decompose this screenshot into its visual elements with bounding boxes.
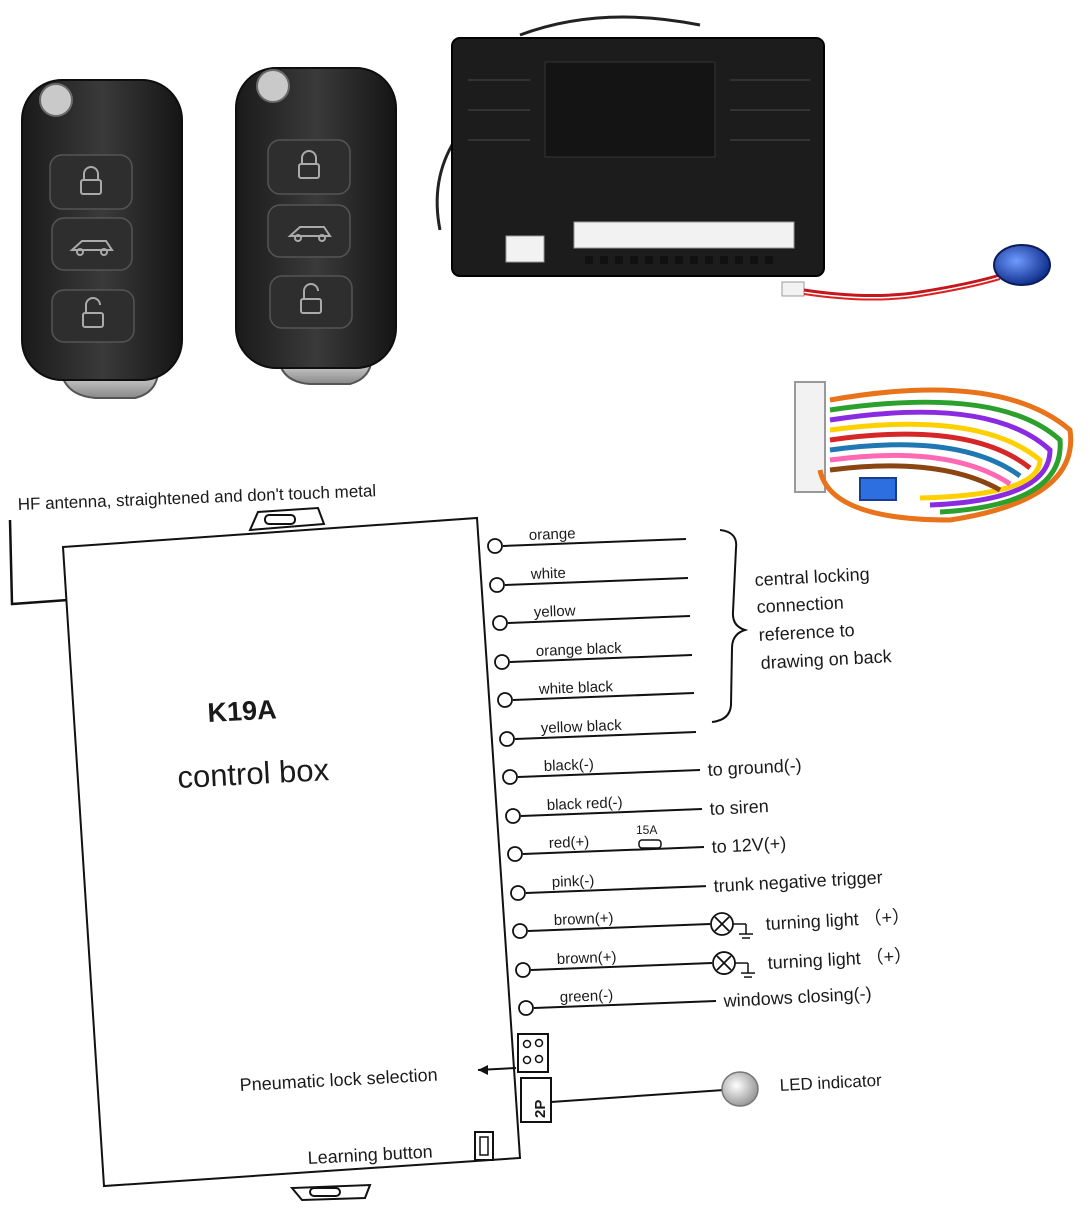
unlock-icon xyxy=(82,297,104,328)
wire-line xyxy=(509,654,693,663)
terminal-pin xyxy=(497,692,513,708)
remote-key-fob-1 xyxy=(21,79,183,399)
wire-target-label: to ground(-) xyxy=(707,755,802,780)
terminal-pin xyxy=(502,769,518,785)
led-bulb-icon xyxy=(721,1071,759,1107)
pneumatic-selector xyxy=(477,1033,549,1075)
terminal-row: green(-) windows closing(-) xyxy=(518,983,872,1016)
box-model-label: K19A xyxy=(207,694,278,728)
fuse-label: 15A xyxy=(636,823,657,837)
wire-color-label: black(-) xyxy=(544,756,595,775)
wire-color-label: white black xyxy=(538,678,614,698)
terminal-pin xyxy=(489,577,505,593)
central-locking-brace xyxy=(711,529,749,723)
wire-color-label: orange xyxy=(529,525,576,544)
wire-line xyxy=(504,576,689,586)
terminal-pin xyxy=(505,808,521,824)
terminal-row: orange xyxy=(487,525,687,554)
terminal-strip: orange white yellow orange black white black… xyxy=(487,525,913,1016)
terminal-pin xyxy=(494,654,510,670)
wire-target-label: turning light （+） xyxy=(765,906,910,934)
terminal-pin xyxy=(518,1000,534,1016)
wire-target-label: to siren xyxy=(709,796,769,819)
fuse-symbol: 15A xyxy=(636,823,662,849)
control-module-unit xyxy=(435,15,825,277)
wire-line xyxy=(520,808,703,817)
terminal-pin xyxy=(515,962,531,978)
terminal-pin xyxy=(492,615,508,631)
terminal-row: yellow black xyxy=(499,717,697,747)
note-line-2: connection xyxy=(756,592,844,617)
wire-color-label: yellow xyxy=(534,602,576,621)
terminal-row: white black xyxy=(497,678,695,708)
terminal-row: orange black xyxy=(494,640,693,670)
wire-color-label: pink(-) xyxy=(552,872,595,891)
wire-line xyxy=(527,923,711,932)
wire-line xyxy=(512,692,695,701)
led-indicator-symbol xyxy=(721,1071,759,1107)
terminal-pin xyxy=(512,923,528,939)
terminal-pin xyxy=(510,885,526,901)
car-icon xyxy=(69,240,114,256)
release-button-icon xyxy=(256,69,290,103)
terminal-row: red(+) to 12V(+) xyxy=(507,833,787,862)
terminal-row: pink(-) trunk negative trigger xyxy=(510,867,883,901)
terminal-row: black red(-) to siren xyxy=(505,794,769,824)
remote-key-fob-2 xyxy=(235,67,397,385)
ground-icon xyxy=(735,962,755,978)
lock-icon xyxy=(298,150,320,179)
lamp-icon xyxy=(712,951,736,975)
connector-2p: 2P xyxy=(520,1077,725,1123)
wire-target-label: to 12V(+) xyxy=(711,833,786,857)
wire-line xyxy=(517,769,701,778)
terminal-pin xyxy=(507,846,523,862)
release-button-icon xyxy=(39,83,73,117)
terminal-row: brown(+) turning light （+） xyxy=(515,946,913,978)
wire-target-label: windows closing(-) xyxy=(722,983,872,1011)
wire-line xyxy=(522,846,705,855)
wire-color-label: green(-) xyxy=(560,987,614,1006)
wire-target-label: turning light （+） xyxy=(767,946,912,974)
control-box-outline xyxy=(61,506,522,1202)
led-indicator-cable xyxy=(781,244,1051,301)
note-line-3: reference to xyxy=(758,620,855,645)
note-line-4: drawing on back xyxy=(760,646,893,673)
wire-color-label: brown(+) xyxy=(554,910,614,929)
terminal-pin xyxy=(487,538,503,554)
terminal-row: white xyxy=(489,565,689,593)
wire-line xyxy=(530,962,713,971)
ground-icon xyxy=(733,923,753,939)
car-icon xyxy=(287,226,332,242)
wire-line xyxy=(507,615,691,624)
learning-button-inner xyxy=(479,1136,489,1156)
antenna-wire xyxy=(8,519,69,606)
wire-color-label: white xyxy=(530,565,567,583)
wire-color-label: yellow black xyxy=(541,717,623,737)
wire-color-label: red(+) xyxy=(549,833,590,852)
lamp-icon xyxy=(710,912,734,936)
central-locking-note: central locking connection reference to … xyxy=(754,564,893,673)
box-name-label: control box xyxy=(177,752,331,795)
lock-icon xyxy=(80,166,102,195)
wire-harness xyxy=(794,381,1074,523)
wire-target-label: trunk negative trigger xyxy=(713,867,883,896)
terminal-row: black(-) to ground(-) xyxy=(502,755,802,785)
unlock-icon xyxy=(300,283,322,314)
wire-line xyxy=(502,537,687,547)
wire-color-label: brown(+) xyxy=(557,949,617,968)
wire-line xyxy=(514,731,697,740)
wire-line xyxy=(533,1000,717,1009)
wire-line xyxy=(525,885,707,894)
terminal-pin xyxy=(499,731,515,747)
antenna-label: HF antenna, straightened and don't touch… xyxy=(17,481,376,514)
wire-color-label: orange black xyxy=(536,640,623,660)
connector-2p-label: 2P xyxy=(532,1100,549,1118)
terminal-row: yellow xyxy=(492,602,691,631)
wire-color-label: black red(-) xyxy=(547,794,623,814)
note-line-1: central locking xyxy=(754,564,870,590)
led-label: LED indicator xyxy=(779,1071,882,1095)
terminal-row: brown(+) turning light （+） xyxy=(512,906,911,939)
